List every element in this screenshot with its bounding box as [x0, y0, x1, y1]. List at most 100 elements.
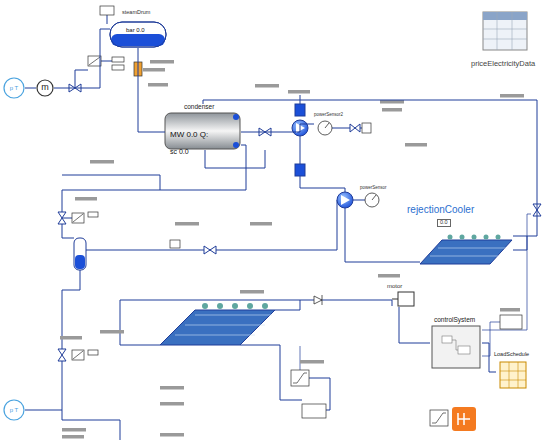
controller-box	[112, 57, 124, 62]
tiny-label-blob	[60, 336, 82, 340]
source-circle: p T	[3, 399, 25, 421]
condenser-shape	[233, 142, 239, 148]
tiny-label-blob	[175, 222, 199, 226]
controller-box	[73, 214, 83, 222]
pipe	[300, 136, 301, 164]
tiny-label-blob	[500, 308, 520, 312]
pipe-connector	[482, 343, 496, 372]
heat-port-icon	[458, 413, 470, 425]
pipe	[62, 175, 160, 190]
node-label: rejectionCooler	[407, 205, 474, 215]
controller-box	[88, 212, 98, 217]
valve-symbol	[58, 84, 541, 361]
pipe	[513, 236, 527, 250]
controller-box	[72, 350, 84, 360]
steam-drum: steamDrumbar 0.0	[110, 10, 166, 48]
node-label: LoadSchedule	[494, 352, 529, 358]
pipe	[120, 300, 392, 306]
node-label: p T	[3, 85, 25, 91]
node-value: MW 0.0 Q:	[170, 131, 208, 139]
node-label: steamDrum	[122, 10, 150, 16]
ramp-icon	[432, 413, 446, 423]
controller-box	[112, 65, 124, 70]
pipe-connector	[241, 124, 314, 132]
power-sensor: powerSensor2	[314, 113, 344, 135]
motor: motor	[383, 283, 415, 307]
controller-box	[170, 240, 180, 248]
control-block	[458, 346, 470, 354]
cooling-coil	[430, 248, 506, 256]
circle-outline	[4, 78, 24, 98]
signal-line	[300, 346, 301, 370]
valve-symbol	[350, 124, 360, 132]
controller-box	[362, 123, 371, 133]
ramp-icon	[291, 370, 448, 426]
cooling-coil	[232, 303, 238, 309]
pipe	[62, 224, 74, 238]
power-gauge	[365, 193, 379, 207]
power-gauge	[325, 123, 329, 128]
controller-box	[88, 56, 101, 66]
pipe	[275, 300, 300, 310]
tiny-label-blob	[100, 330, 124, 334]
table-icon	[483, 12, 527, 20]
tiny-label-blob	[62, 428, 86, 432]
power-sensor: powerSensor	[360, 186, 390, 208]
separator-tank	[74, 238, 86, 270]
tiny-label-blob	[160, 433, 184, 437]
circle-outline	[4, 400, 24, 420]
steam-drum-shape	[111, 34, 165, 46]
pipe	[25, 15, 527, 440]
cooling-coil	[448, 235, 453, 240]
controller-box	[72, 6, 522, 360]
controller-box	[72, 213, 84, 223]
valve-symbol	[58, 349, 66, 361]
steam-drum-shape	[110, 22, 166, 47]
condenser: condenserMW 0.0 Q:sc 0.0	[165, 104, 241, 160]
node-label: powerSensor	[360, 186, 387, 191]
table-icon	[483, 12, 527, 50]
pipe-connector	[25, 88, 36, 89]
rejection-cooler: rejectionCooler0.0	[405, 205, 513, 267]
condenser-shape	[233, 114, 239, 120]
motor-shape	[392, 292, 414, 306]
controller-box	[73, 351, 83, 359]
ramp-icon	[430, 410, 448, 426]
signal-line	[482, 214, 531, 330]
valve-symbol	[204, 246, 216, 254]
heat-port-icon	[452, 407, 476, 431]
tiny-label-blob	[75, 197, 97, 201]
node-label: motor	[387, 283, 402, 289]
pipe	[345, 208, 420, 262]
controller-box	[100, 6, 114, 15]
controller-box	[500, 315, 522, 329]
cooling-coil	[472, 235, 477, 240]
pump-symbol	[295, 164, 305, 176]
table-icon	[483, 12, 527, 50]
pipe-connector	[203, 100, 537, 236]
cooling-coil	[420, 240, 512, 264]
node-value: sc 0.0	[170, 148, 189, 155]
ramp-icon	[293, 373, 307, 383]
tiny-label-blob	[160, 386, 184, 390]
tiny-label-blob	[288, 90, 310, 94]
signal-line	[300, 214, 531, 370]
pump-symbol	[341, 195, 350, 205]
separator-tank	[74, 238, 86, 270]
pipe	[332, 128, 350, 129]
node-label: m	[36, 83, 54, 92]
check-valve	[322, 295, 323, 305]
control-block	[432, 326, 480, 368]
power-gauge	[318, 121, 379, 207]
controller-box	[89, 57, 100, 65]
power-gauge	[372, 195, 376, 200]
cooling-coil	[160, 310, 275, 345]
control-block	[442, 336, 452, 343]
cooling-coil	[175, 315, 272, 335]
valve-symbol	[58, 212, 66, 224]
ramp-icon	[291, 370, 309, 386]
tiny-label-blob	[378, 274, 400, 278]
tiny-label-blob	[300, 360, 324, 364]
